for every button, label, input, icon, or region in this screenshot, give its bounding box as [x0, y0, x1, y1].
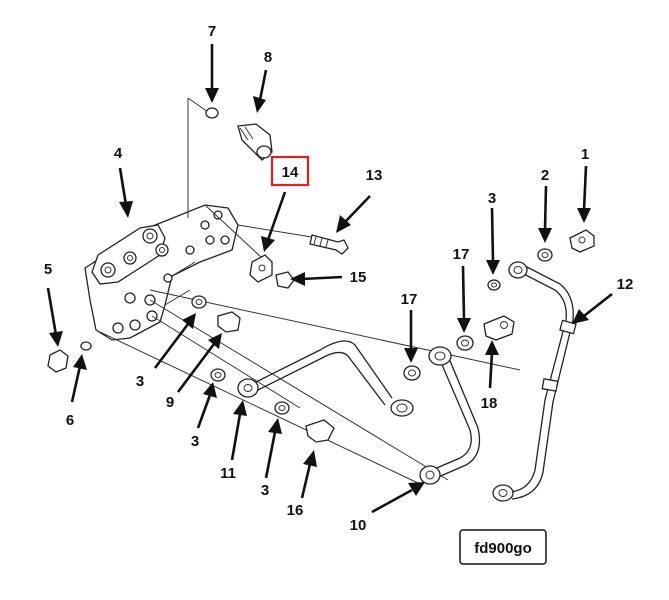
callout-17-left: 17: [401, 291, 418, 308]
callout-7: 7: [208, 23, 216, 40]
callout-8: 8: [264, 49, 272, 66]
callout-13: 13: [366, 167, 383, 184]
callout-6: 6: [66, 412, 74, 429]
callout-14: 14: [282, 164, 299, 181]
callout-10: 10: [350, 517, 367, 534]
callout-15: 15: [350, 269, 367, 286]
callout-5: 5: [44, 261, 52, 278]
callout-9: 9: [166, 394, 174, 411]
callout-1: 1: [581, 146, 589, 163]
highlight-box: [270, 155, 310, 187]
callout-18: 18: [481, 395, 498, 412]
callout-4: 4: [114, 145, 123, 162]
figure-code-text: fd900go: [474, 540, 532, 557]
callout-3-lower: 3: [261, 482, 269, 499]
callout-17-right: 17: [453, 246, 470, 263]
callout-3-left: 3: [136, 373, 144, 390]
callout-arrows: [46, 44, 613, 514]
callout-3-mid: 3: [191, 433, 199, 450]
callout-16: 16: [287, 502, 304, 519]
leader-lines: [99, 97, 521, 485]
hose-12: [492, 261, 577, 502]
callout-labels: 7 8 4 14 13 1 2 3 12 17 5 15 17 6 3 9 18…: [44, 23, 634, 534]
small-parts: [47, 107, 595, 443]
hose-10: [249, 340, 481, 485]
callout-11: 11: [220, 465, 236, 482]
bracket-assembly: [84, 204, 239, 341]
callout-12: 12: [617, 276, 634, 293]
callout-3-top: 3: [488, 190, 496, 207]
callout-2: 2: [541, 167, 549, 184]
figure-code: fd900go: [459, 529, 547, 565]
